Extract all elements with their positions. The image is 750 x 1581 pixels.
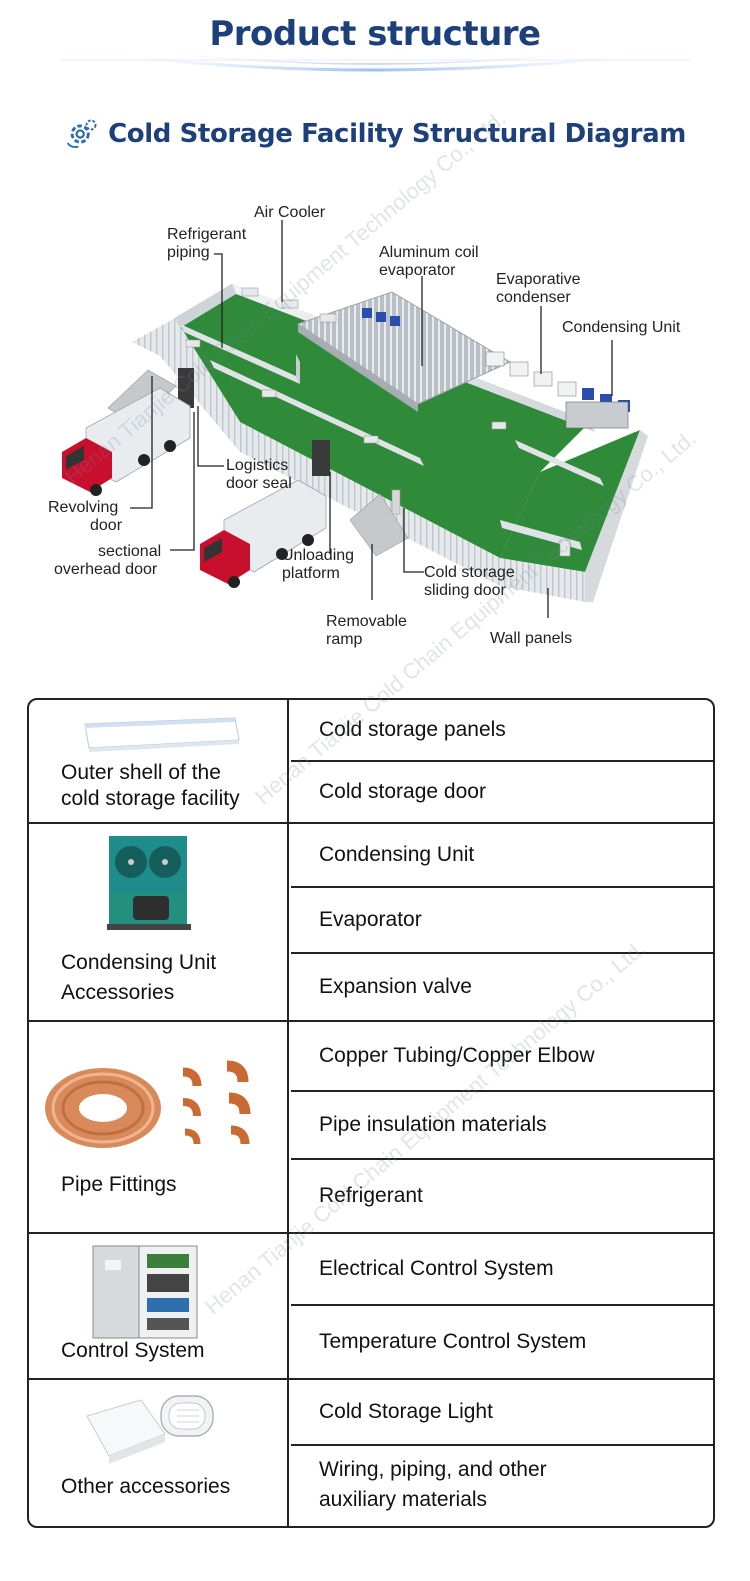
building-body — [107, 284, 648, 602]
truck-icon — [62, 387, 191, 496]
sandwich-panel-image — [84, 717, 240, 752]
list-item: Refrigerant — [319, 1184, 423, 1207]
label-refrigerant-piping-line2: piping — [167, 244, 210, 261]
table-row: Control System Electrical Control System… — [29, 1234, 713, 1380]
label-aluminum-coil-line1: Aluminum coil — [379, 244, 479, 261]
structural-diagram: Air Cooler Refrigerant piping Aluminum c… — [0, 190, 750, 660]
table-row: Outer shell of the cold storage facility… — [29, 700, 713, 824]
callout-leaders — [130, 220, 613, 618]
category-label: Outer shell of the cold storage facility — [61, 761, 240, 810]
label-logistics-door-seal-line2: door seal — [226, 475, 292, 492]
label-revolving-door-line2: door — [90, 517, 123, 534]
list-item: Electrical Control System — [291, 1234, 713, 1306]
structural-diagram-svg: Air Cooler Refrigerant piping Aluminum c… — [48, 204, 681, 648]
label-air-cooler: Air Cooler — [254, 204, 326, 221]
list-item: Temperature Control System — [319, 1330, 587, 1353]
component-category: Outer shell of the cold storage facility — [29, 700, 289, 822]
truck-icon — [200, 479, 327, 588]
list-item: Cold Storage Light — [291, 1380, 713, 1446]
component-category: Control System — [29, 1234, 289, 1378]
diagram-subtitle: Cold Storage Facility Structural Diagram — [0, 112, 750, 156]
list-item: Evaporator — [291, 888, 713, 954]
components-table: Outer shell of the cold storage facility… — [27, 698, 715, 1528]
label-revolving-door-line1: Revolving — [48, 499, 118, 516]
label-wall-panels: Wall panels — [490, 630, 572, 647]
list-item: Cold storage door — [319, 780, 486, 803]
label-refrigerant-piping-line1: Refrigerant — [167, 226, 247, 243]
condensing-unit-image — [107, 836, 191, 930]
list-item: Expansion valve — [319, 975, 472, 998]
component-items: Copper Tubing/Copper Elbow Pipe insulati… — [291, 1022, 713, 1232]
component-category: Pipe Fittings — [29, 1022, 289, 1232]
label-aluminum-coil-line2: evaporator — [379, 262, 456, 279]
category-label: Condensing Unit Accessories — [61, 951, 217, 1004]
copper-pipe-image — [45, 1060, 251, 1148]
component-items: Cold storage panels Cold storage door — [291, 700, 713, 822]
label-evaporative-condenser-line1: Evaporative — [496, 271, 581, 288]
label-sectional-door-line1: sectional — [98, 543, 161, 560]
cold-storage-light-image — [86, 1395, 214, 1464]
table-row: Pipe Fittings Copper Tubing/Copper Elbow… — [29, 1022, 713, 1234]
label-unloading-platform-line2: platform — [282, 565, 340, 582]
title-swoosh-decoration — [60, 51, 690, 72]
category-label: Control System — [61, 1339, 205, 1362]
category-label: Pipe Fittings — [61, 1173, 177, 1196]
label-evaporative-condenser-line2: condenser — [496, 289, 571, 306]
list-item: Cold storage panels — [291, 700, 713, 762]
component-items: Electrical Control System Temperature Co… — [291, 1234, 713, 1378]
label-removable-ramp-line1: Removable — [326, 613, 407, 630]
component-category: Condensing Unit Accessories — [29, 824, 289, 1020]
label-condensing-unit: Condensing Unit — [562, 319, 681, 336]
label-sliding-door-line1: Cold storage — [424, 564, 515, 581]
list-item: Copper Tubing/Copper Elbow — [291, 1022, 713, 1092]
label-unloading-platform-line1: Unloading — [282, 547, 354, 564]
control-cabinet-image — [92, 1245, 198, 1339]
table-row: Condensing Unit Accessories Condensing U… — [29, 824, 713, 1022]
list-item: Condensing Unit — [291, 824, 713, 888]
label-sliding-door-line2: sliding door — [424, 582, 507, 599]
label-sectional-door-line2: overhead door — [54, 561, 158, 578]
component-category: Other accessories — [29, 1380, 289, 1526]
label-removable-ramp-line2: ramp — [326, 631, 363, 648]
label-logistics-door-seal-line1: Logistics — [226, 457, 288, 474]
component-items: Condensing Unit Evaporator Expansion val… — [291, 824, 713, 1020]
table-row: Other accessories Cold Storage Light Wir… — [29, 1380, 713, 1526]
list-item: Wiring, piping, and other auxiliary mate… — [319, 1458, 547, 1511]
gear-icon — [66, 119, 97, 148]
diagram-subtitle-text: Cold Storage Facility Structural Diagram — [108, 119, 686, 149]
list-item: Pipe insulation materials — [291, 1092, 713, 1160]
component-items: Cold Storage Light Wiring, piping, and o… — [291, 1380, 713, 1526]
callout-labels: Air Cooler Refrigerant piping Aluminum c… — [48, 204, 681, 648]
category-label: Other accessories — [61, 1475, 231, 1498]
page-title: Product structure — [209, 14, 541, 54]
